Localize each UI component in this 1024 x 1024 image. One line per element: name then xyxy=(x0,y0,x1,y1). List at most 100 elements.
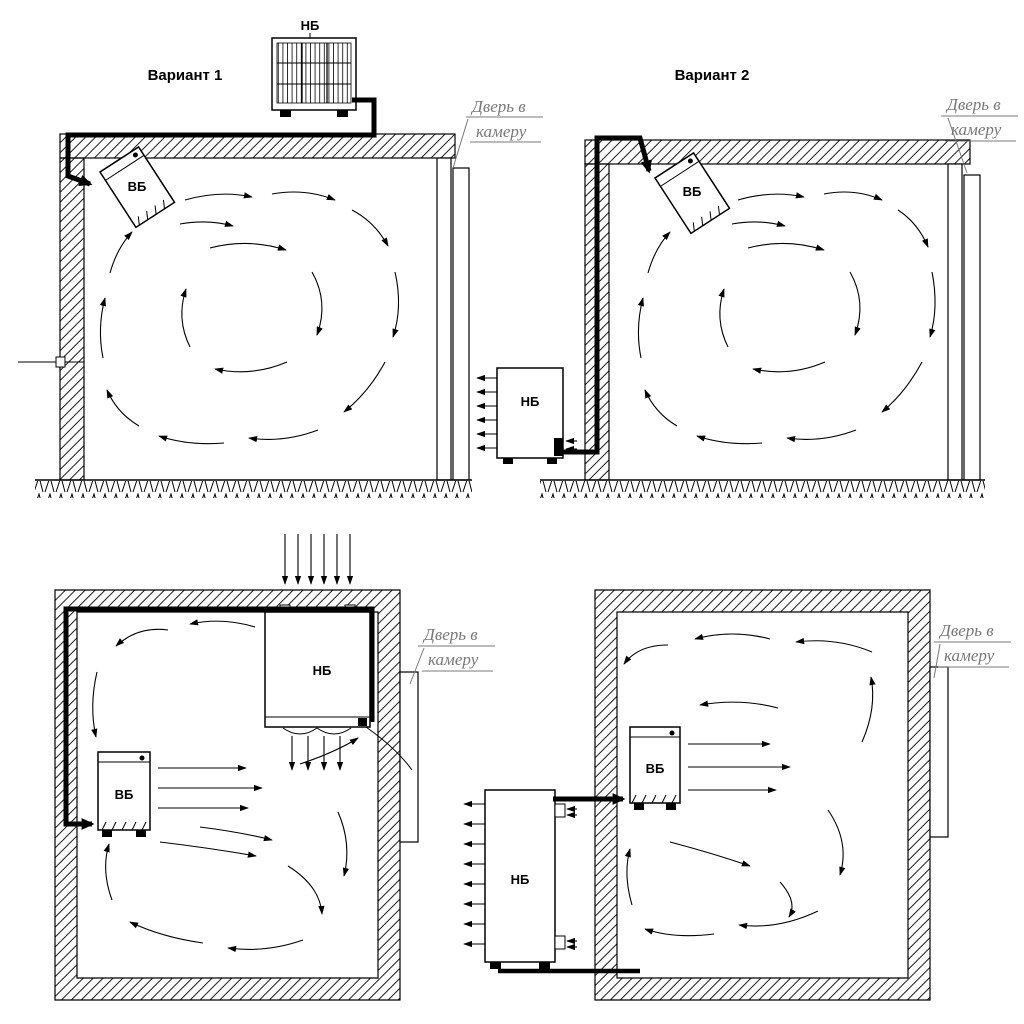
variant2-enclosed-panel: НБ ВБ xyxy=(463,589,1011,1001)
indoor-unit-foot xyxy=(136,830,146,837)
refrigerant-pipe xyxy=(65,97,377,187)
indoor-unit-louver xyxy=(146,210,149,220)
ground xyxy=(540,479,985,498)
airflow-arrow xyxy=(209,242,287,251)
door-leaf xyxy=(963,174,981,481)
indoor-unit-foot xyxy=(634,803,644,810)
outdoor-unit-exhaust-arrows xyxy=(476,374,577,453)
outdoor-unit-label: НБ xyxy=(313,663,332,678)
variant1-title: Вариант 1 xyxy=(148,67,223,84)
indoor-unit-valve xyxy=(669,730,675,736)
door-label-line2: камеру xyxy=(476,122,527,141)
outdoor-unit-foot xyxy=(490,962,501,969)
indoor-unit-foot xyxy=(666,803,676,810)
indoor-unit-lid-line xyxy=(660,160,700,187)
door-label: Дверь в камеру xyxy=(941,95,1018,174)
indoor-unit-louver xyxy=(651,794,657,804)
indoor-unit-louver xyxy=(661,794,667,804)
variant2-title: Вариант 2 xyxy=(675,67,750,84)
chamber-walls xyxy=(594,589,931,1001)
airflow-arrow xyxy=(737,192,805,201)
door-leaf xyxy=(399,671,419,843)
outdoor-unit xyxy=(484,789,566,969)
airflow-arrow xyxy=(823,191,883,201)
outdoor-unit-exhaust-arrows xyxy=(463,800,577,951)
outdoor-unit-foot xyxy=(547,458,557,464)
airflow-arrow xyxy=(109,231,133,274)
variant2-panel: Вариант 2 ВБ НБ xyxy=(476,67,1018,498)
ground xyxy=(35,479,472,498)
outdoor-unit-label: НБ xyxy=(521,394,540,409)
airflow-arrow xyxy=(929,271,936,338)
airflow-arrow xyxy=(99,297,106,359)
indoor-unit-louver xyxy=(111,821,117,831)
airflow-arrow xyxy=(738,910,819,930)
door-leaf xyxy=(929,666,949,838)
airflow-arrow xyxy=(91,671,98,738)
airflow-arrow xyxy=(795,637,873,653)
airflow-arrow xyxy=(694,633,771,640)
indoor-unit-louver xyxy=(162,199,165,209)
outdoor-unit xyxy=(264,604,413,771)
airflow-arrow xyxy=(752,361,826,374)
chamber-right-wall xyxy=(947,163,963,481)
wall-port-fitting xyxy=(55,356,66,368)
chamber-right-wall xyxy=(436,157,452,481)
airflow-arrow xyxy=(299,737,359,765)
outdoor-unit-body xyxy=(496,367,564,459)
indoor-unit-louver xyxy=(709,211,712,221)
airflow-arrow xyxy=(227,939,304,953)
airflow-arrow xyxy=(106,389,140,427)
door-label-line2: камеру xyxy=(944,646,995,665)
outdoor-unit-label: НБ xyxy=(511,872,530,887)
chamber-walls xyxy=(584,139,981,481)
outdoor-unit xyxy=(271,37,357,117)
airflow-arrow xyxy=(644,928,715,937)
airflow-arrows xyxy=(637,191,936,445)
indoor-unit-louver xyxy=(131,821,137,831)
airflow-arrow xyxy=(861,676,876,743)
outdoor-unit-grille xyxy=(276,42,352,104)
outside-air-arrows xyxy=(281,534,354,585)
airflow-arrow xyxy=(827,809,846,876)
indoor-unit-label: ВБ xyxy=(128,179,147,194)
airflow-arrow xyxy=(786,429,857,443)
airflow-arrow xyxy=(881,361,923,413)
indoor-unit-body xyxy=(629,726,681,804)
airflow-arrow xyxy=(644,389,678,427)
door-label-line1: Дверь в xyxy=(422,625,478,644)
airflow-arrow xyxy=(779,881,796,918)
airflow-arrow xyxy=(184,192,253,201)
airflow-arrow xyxy=(158,435,225,445)
chamber-top-wall xyxy=(59,133,456,159)
airflow-arrow xyxy=(647,231,671,274)
indoor-unit xyxy=(98,145,176,229)
airflow-arrow xyxy=(311,271,323,336)
airflow-arrow xyxy=(129,921,204,944)
refrigerant-pipe xyxy=(558,135,652,455)
indoor-unit-body xyxy=(97,751,151,831)
airflow-arrow xyxy=(337,811,350,877)
outdoor-unit xyxy=(496,367,564,464)
door-label-line1: Дверь в xyxy=(938,621,994,640)
door-leaf xyxy=(452,167,470,481)
airflow-arrow xyxy=(849,271,861,336)
wall-port xyxy=(18,356,84,368)
indoor-unit-louver xyxy=(631,794,637,804)
refrigerant-pipe xyxy=(63,606,375,830)
door-leader-line xyxy=(933,643,941,679)
outdoor-unit-connector xyxy=(358,718,367,726)
outdoor-unit-body xyxy=(264,611,371,728)
airflow-arrows xyxy=(91,619,359,953)
indoor-unit-louver xyxy=(137,216,140,226)
door-label-line2: камеру xyxy=(951,120,1002,139)
outdoor-unit-fan xyxy=(554,438,563,456)
indoor-unit-valve xyxy=(687,158,693,164)
airflow-arrow xyxy=(214,361,288,374)
indoor-unit-louver xyxy=(692,222,695,232)
airflow-arrow xyxy=(392,271,400,338)
airflow-arrow xyxy=(103,843,113,901)
indoor-unit-louver xyxy=(121,821,127,831)
airflow-arrow xyxy=(731,220,786,227)
airflow-arrow xyxy=(199,826,273,842)
